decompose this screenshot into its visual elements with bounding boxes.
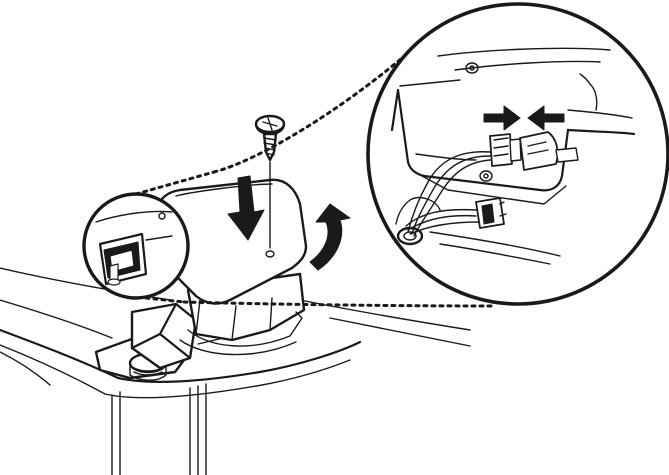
connector-push-left-arrow-icon <box>527 105 565 131</box>
detail-circle-left <box>82 192 190 300</box>
rotate-arrow-icon <box>309 203 351 271</box>
screw-icon <box>254 114 286 249</box>
connector-push-right-arrow-icon <box>483 105 521 131</box>
push-down-arrow-icon <box>227 175 265 241</box>
hinge-base <box>94 302 233 381</box>
detail-circle-right <box>366 2 669 306</box>
